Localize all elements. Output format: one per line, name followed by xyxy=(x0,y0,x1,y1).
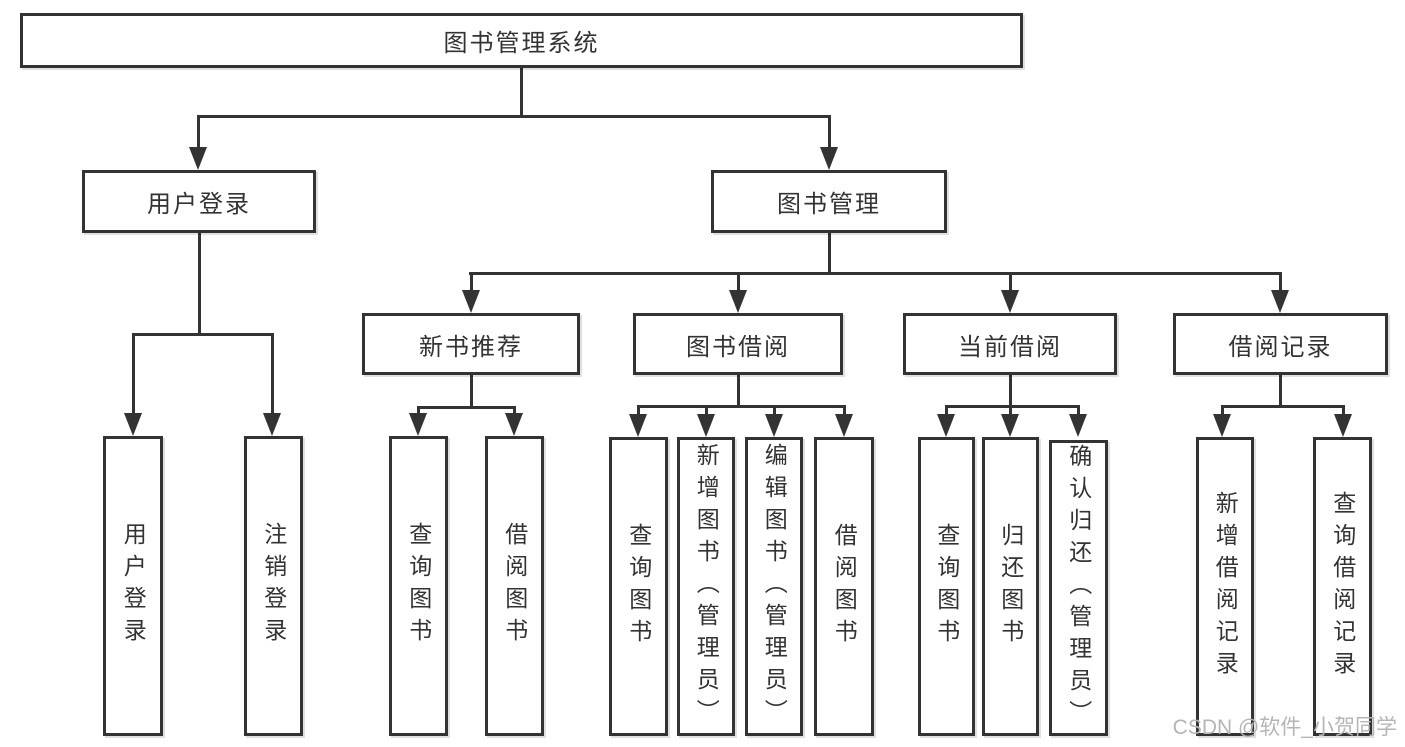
connector-line xyxy=(198,233,201,335)
connector-line xyxy=(637,405,640,418)
node-label: 新增图书（管理员） xyxy=(693,442,720,731)
connector-line xyxy=(469,272,1281,275)
node-label: 当前借阅 xyxy=(958,333,1062,361)
leaf-confirm-return-admin: 确认归还（管理员） xyxy=(1049,440,1108,736)
node-label: 借阅图书 xyxy=(831,522,858,651)
node-label: 确认归还（管理员） xyxy=(1065,444,1092,732)
node-user-login: 用户登录 xyxy=(82,170,316,233)
arrowhead-icon xyxy=(409,413,427,436)
connector-line xyxy=(828,233,831,275)
node-label: 归还图书 xyxy=(997,522,1024,651)
arrowhead-icon xyxy=(1334,414,1352,437)
connector-line xyxy=(1342,405,1345,418)
connector-line xyxy=(520,68,523,117)
node-label: 查询图书 xyxy=(625,522,652,651)
arrowhead-icon xyxy=(1213,414,1231,437)
connector-line xyxy=(513,406,516,418)
connector-line xyxy=(945,405,1079,408)
arrowhead-icon xyxy=(1001,290,1019,313)
connector-line xyxy=(1009,272,1012,292)
connector-line xyxy=(737,272,740,292)
connector-line xyxy=(945,405,948,418)
node-current-borrowing: 当前借阅 xyxy=(903,313,1117,375)
node-label: 图书管理系统 xyxy=(443,30,600,57)
arrowhead-icon xyxy=(505,413,523,436)
connector-line xyxy=(470,375,473,409)
node-root: 图书管理系统 xyxy=(20,13,1023,68)
node-label: 借阅图书 xyxy=(501,522,528,650)
connector-line xyxy=(1077,405,1080,418)
connector-line xyxy=(637,405,845,408)
connector-line xyxy=(417,406,420,418)
arrowhead-icon xyxy=(835,414,853,437)
arrowhead-icon xyxy=(1001,414,1019,437)
connector-line xyxy=(132,333,135,415)
node-label: 查询图书 xyxy=(933,522,960,651)
connector-line xyxy=(470,272,473,292)
node-label: 新书推荐 xyxy=(419,333,523,361)
connector-line xyxy=(1221,405,1224,418)
arrowhead-icon xyxy=(937,414,955,437)
connector-line xyxy=(133,333,274,336)
connector-line xyxy=(417,406,515,409)
leaf-query-books: 查询图书 xyxy=(918,437,975,736)
connector-line xyxy=(1279,375,1282,407)
arrowhead-icon xyxy=(1271,290,1289,313)
leaf-query-books: 查询图书 xyxy=(389,436,448,736)
arrowhead-icon xyxy=(189,147,207,170)
leaf-edit-books-admin: 编辑图书（管理员） xyxy=(745,437,803,736)
connector-line xyxy=(1009,405,1012,418)
connector-line xyxy=(197,115,831,118)
leaf-logout: 注销登录 xyxy=(244,436,303,736)
arrowhead-icon xyxy=(263,413,281,436)
leaf-borrow-books: 借阅图书 xyxy=(485,436,544,736)
connector-line xyxy=(1009,375,1012,408)
node-label: 借阅记录 xyxy=(1228,333,1333,361)
arrowhead-icon xyxy=(1069,414,1087,437)
node-new-book-recommendation: 新书推荐 xyxy=(362,313,580,375)
node-label: 查询借阅记录 xyxy=(1329,490,1356,683)
connector-line xyxy=(1279,272,1282,292)
node-label: 新增借阅记录 xyxy=(1212,490,1239,683)
leaf-query-borrow-record: 查询借阅记录 xyxy=(1313,437,1372,736)
arrowhead-icon xyxy=(729,290,747,313)
node-label: 编辑图书（管理员） xyxy=(761,442,788,731)
leaf-return-books: 归还图书 xyxy=(982,437,1039,736)
leaf-add-books-admin: 新增图书（管理员） xyxy=(677,437,735,736)
leaf-add-borrow-record: 新增借阅记录 xyxy=(1196,437,1254,736)
node-label: 用户登录 xyxy=(147,191,251,218)
connector-line xyxy=(773,405,776,418)
leaf-user-login: 用户登录 xyxy=(103,436,163,736)
node-label: 用户登录 xyxy=(120,522,147,650)
connector-line xyxy=(1221,405,1344,408)
arrowhead-icon xyxy=(629,414,647,437)
connector-line xyxy=(705,405,708,418)
node-borrowing-records: 借阅记录 xyxy=(1173,313,1388,375)
connector-line xyxy=(197,115,200,150)
node-label: 注销登录 xyxy=(260,522,287,650)
watermark: CSDN @软件_小贺同学 xyxy=(1172,716,1397,739)
leaf-borrow-books: 借阅图书 xyxy=(814,437,874,736)
arrowhead-icon xyxy=(765,414,783,437)
arrowhead-icon xyxy=(697,414,715,437)
node-label: 查询图书 xyxy=(405,522,432,650)
node-book-management: 图书管理 xyxy=(711,170,947,233)
leaf-query-books: 查询图书 xyxy=(609,437,668,736)
node-book-borrowing: 图书借阅 xyxy=(633,313,843,375)
arrowhead-icon xyxy=(462,290,480,313)
arrowhead-icon xyxy=(124,413,142,436)
connector-line xyxy=(843,405,846,418)
connector-line xyxy=(737,375,740,408)
arrowhead-icon xyxy=(820,147,838,170)
connector-line xyxy=(828,115,831,150)
connector-line xyxy=(271,333,274,415)
node-label: 图书管理 xyxy=(777,191,881,218)
node-label: 图书借阅 xyxy=(686,333,790,361)
